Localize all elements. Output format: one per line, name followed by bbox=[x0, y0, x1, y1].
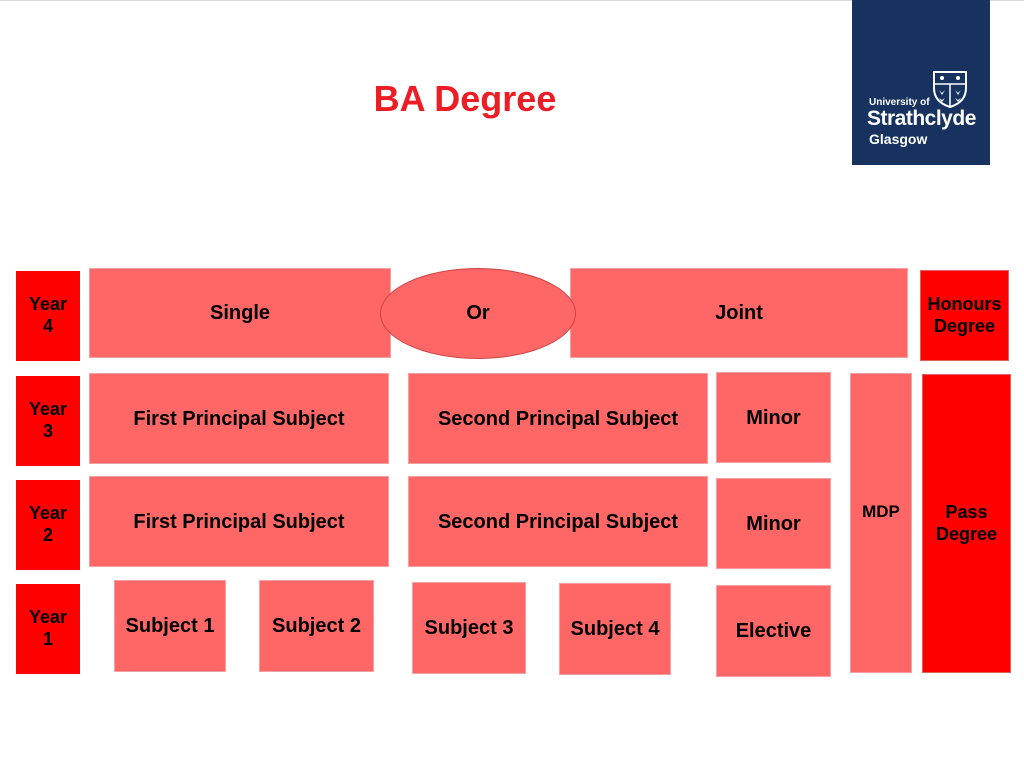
logo-line-2: Strathclyde bbox=[867, 107, 976, 130]
subject-2-box: Subject 2 bbox=[259, 580, 374, 672]
subject-4-box: Subject 4 bbox=[559, 583, 671, 675]
logo-line-1: University of bbox=[869, 97, 930, 108]
year2-first-principal-box: First Principal Subject bbox=[89, 476, 389, 567]
logo-line-3: Glasgow bbox=[869, 131, 928, 147]
joint-box: Joint bbox=[570, 268, 908, 358]
page-title: BA Degree bbox=[373, 78, 557, 119]
single-box: Single bbox=[89, 268, 391, 358]
elective-box: Elective bbox=[716, 585, 831, 677]
top-rule bbox=[0, 0, 1024, 1]
year3-first-principal-box: First Principal Subject bbox=[89, 373, 389, 464]
or-oval: Or bbox=[380, 268, 576, 359]
university-logo: University of Strathclyde Glasgow bbox=[852, 0, 990, 165]
subject-1-box: Subject 1 bbox=[114, 580, 226, 672]
year3-minor-box: Minor bbox=[716, 372, 831, 463]
year2-second-principal-box: Second Principal Subject bbox=[408, 476, 708, 567]
year3-second-principal-box: Second Principal Subject bbox=[408, 373, 708, 464]
year2-minor-box: Minor bbox=[716, 478, 831, 569]
mdp-box: MDP bbox=[850, 373, 912, 673]
crest-icon bbox=[933, 71, 967, 108]
subject-3-box: Subject 3 bbox=[412, 582, 526, 674]
